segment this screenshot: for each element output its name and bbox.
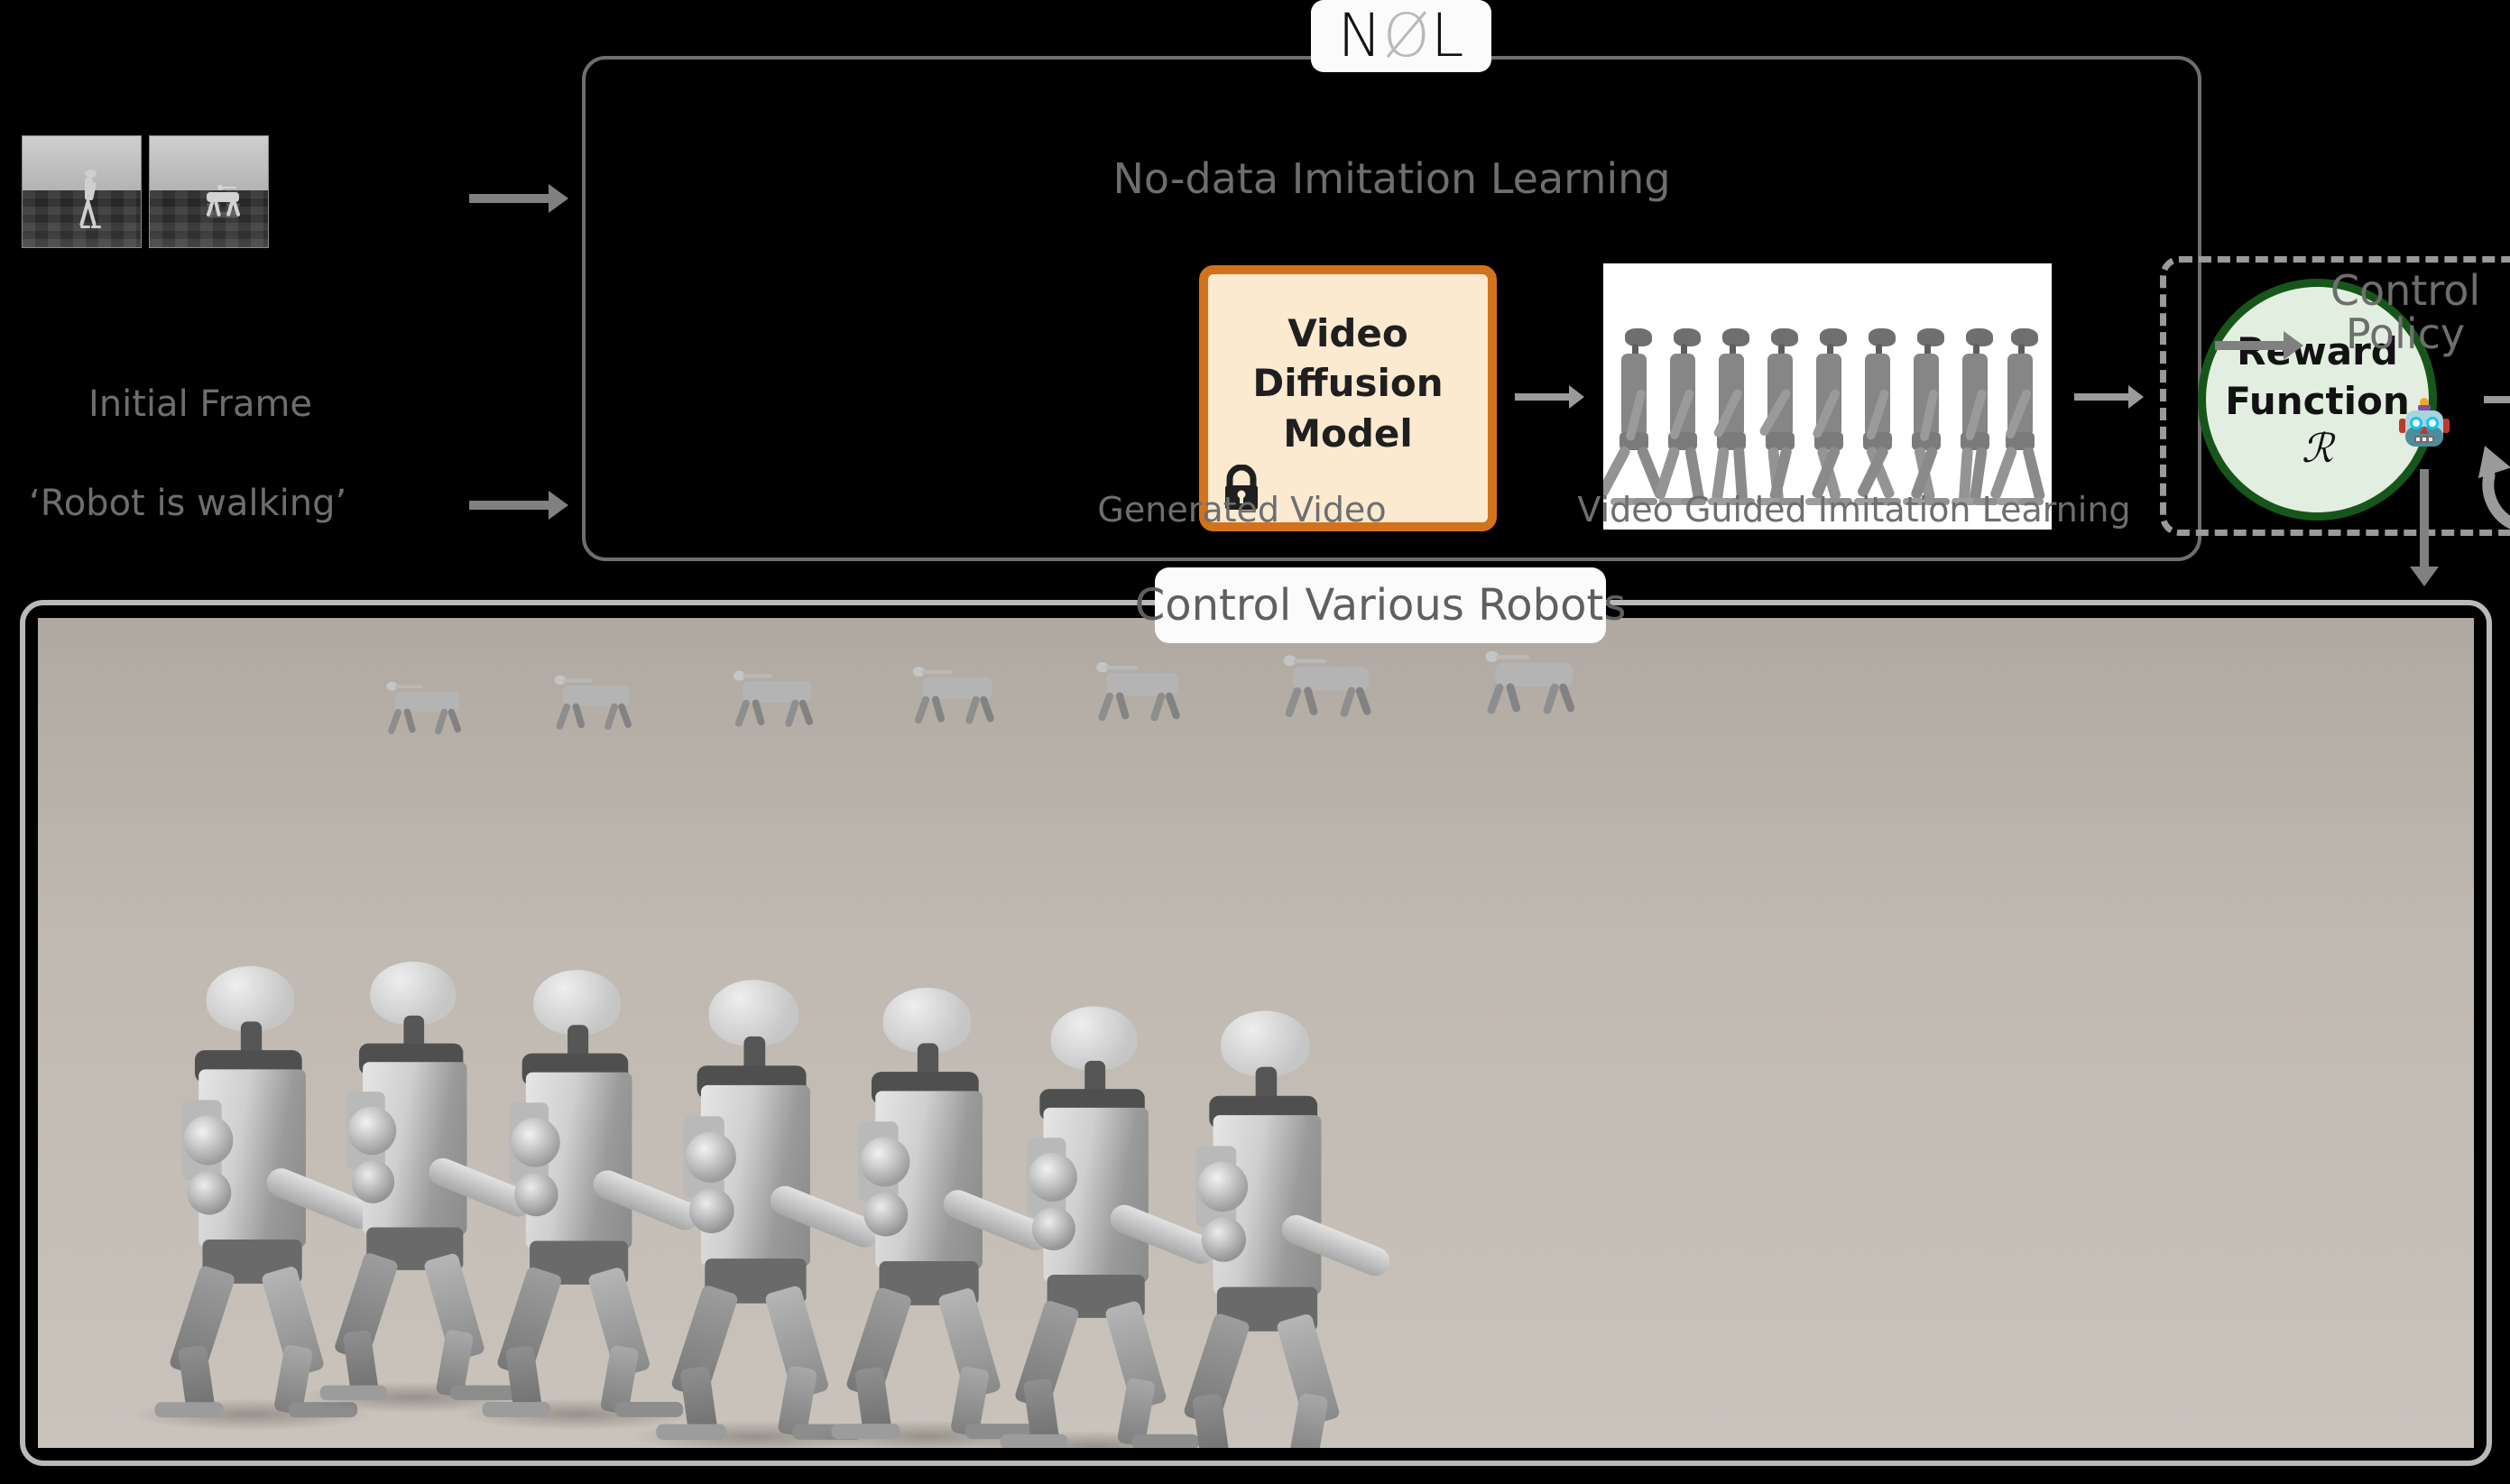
walker-frame [1852, 328, 1923, 513]
banner-label: Control Various Robots [1134, 580, 1627, 631]
walker-frame [1755, 328, 1825, 513]
thumb-sky [23, 136, 141, 191]
quadruped-robot [724, 670, 839, 730]
logo-letter-n: N [1337, 1, 1383, 70]
humanoid-robot [298, 961, 538, 1414]
initial-frame-thumbnails [22, 135, 269, 248]
quadruped-robot [1087, 662, 1208, 724]
vdm-line1: Video [1287, 311, 1408, 355]
reward-function-node[interactable]: Reward Function ℛ [2198, 279, 2437, 521]
prompt-text-label: ‘Robot is walking’ [29, 483, 347, 524]
walker-frame [1901, 328, 1971, 513]
walker-frame [1706, 328, 1776, 513]
quadruped-robot-silhouette [199, 185, 248, 225]
video-diffusion-model-box[interactable]: Video Diffusion Model [1199, 265, 1497, 531]
refresh-loop-icon [2478, 446, 2510, 530]
reward-symbol: ℛ [2301, 426, 2334, 473]
logo-letter-o: Ø [1382, 1, 1431, 70]
humanoid-robot [808, 987, 1055, 1448]
pipeline-title: No-data Imitation Learning [1112, 154, 1671, 203]
walker-frame [1603, 328, 1679, 513]
reward-line2: Function [2225, 378, 2410, 423]
humanoid-robot [632, 980, 884, 1448]
simulation-scene [38, 618, 2474, 1448]
humanoid-robot [1145, 1010, 1395, 1448]
control-various-robots-banner: Control Various Robots [1135, 567, 1626, 643]
walker-frame [1653, 328, 1728, 513]
quadruped-robot [378, 681, 486, 737]
arrow-model-to-video [1515, 385, 1584, 409]
arrow-video-to-vgil [2074, 385, 2144, 409]
quadruped-robot [1476, 650, 1605, 717]
thumb-sky [150, 136, 268, 191]
arrow-initial-frame-to-model [469, 184, 568, 213]
quadruped-robot [1274, 655, 1400, 719]
vdm-line2: Diffusion [1252, 361, 1444, 406]
control-policy-line2: Policy [2345, 309, 2466, 359]
initial-frame-humanoid [22, 135, 142, 248]
control-various-robots-panel: Control Various Robots [20, 567, 2492, 1466]
noil-logo-chip: NØL [1311, 0, 1491, 72]
reward-line1: Reward [2237, 328, 2398, 373]
arrow-prompt-to-model [469, 491, 568, 520]
humanoid-robot [132, 965, 378, 1432]
initial-frame-quadruped [149, 135, 269, 248]
video-diffusion-model-label: Video Diffusion Model [1208, 309, 1488, 458]
quadruped-robot [904, 667, 1021, 726]
control-policy-line1: Control [2330, 266, 2481, 315]
arrow-policy-to-scene [2410, 469, 2439, 586]
logo-text: NØL [1337, 6, 1464, 66]
arrow-to-control-policy [2215, 331, 2303, 360]
walker-frame [1950, 328, 2020, 513]
humanoid-robot [977, 1006, 1220, 1448]
generated-video-label: Generated Video [1097, 490, 1387, 530]
walker-frame [1989, 328, 2052, 513]
vdm-line3: Model [1283, 410, 1413, 456]
vgil-label: Video Guided Imitation Learning [1577, 490, 2131, 530]
humanoid-robot-silhouette [78, 169, 102, 229]
initial-frame-label: Initial Frame [88, 383, 313, 425]
quadruped-robot [546, 675, 658, 733]
arrow-reward-to-policy [2484, 396, 2510, 403]
humanoid-robot [459, 970, 704, 1431]
lock-icon [1225, 465, 1258, 510]
walker-frame [1804, 328, 1874, 513]
noil-pipeline-panel: No-data Imitation Learning Video Diffusi… [582, 56, 2510, 561]
video-guided-imitation-learning-group: Reward Function ℛ π [2160, 256, 2510, 536]
control-policy-label: Control Policy [2301, 269, 2510, 356]
generated-video-strip [1603, 263, 2052, 530]
robot-face-icon [2399, 398, 2450, 447]
quadruped-reflection [199, 203, 248, 222]
logo-letter-l: L [1430, 1, 1465, 70]
